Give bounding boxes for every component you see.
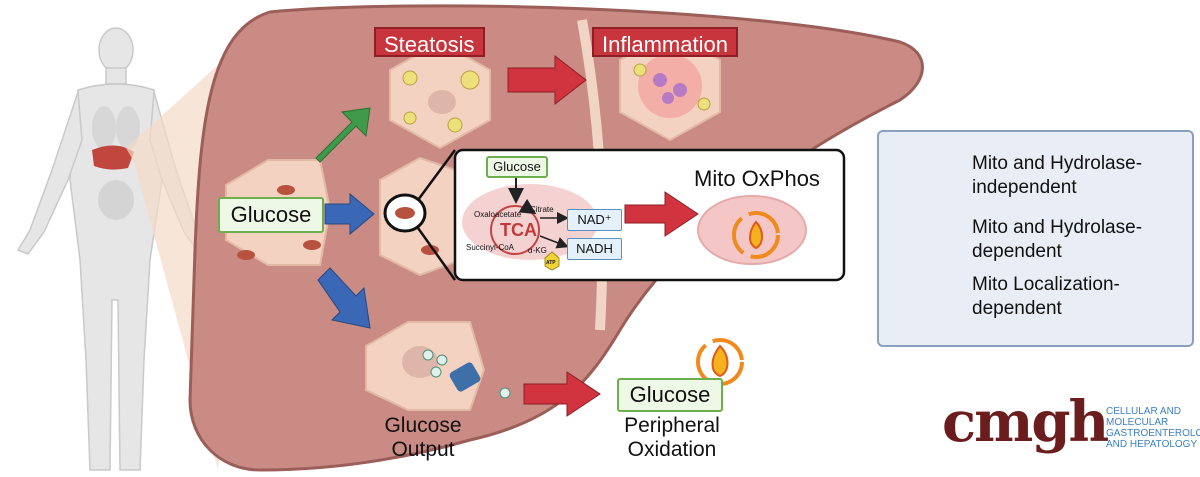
legend-item-green: Mito and Hydrolase-independent: [972, 153, 1143, 198]
journal-line2: MOLECULAR: [1106, 417, 1169, 428]
peripheral-line1: Peripheral: [624, 414, 720, 437]
tca-cycle: [490, 198, 540, 255]
journal-line3: GASTROENTEROLOGY: [1106, 428, 1200, 439]
journal-name: CELLULAR AND MOLECULAR GASTROENTEROLOGY …: [1106, 406, 1200, 450]
inflammation-title: Inflammation: [592, 27, 738, 57]
mito-oxphos-label: Mito OxPhos: [694, 166, 820, 191]
glucose-output-line2: Output: [391, 438, 455, 461]
hepatocyte-bottom: [365, 321, 511, 411]
nad-box: NAD⁺: [567, 209, 622, 231]
glucose-output-line1: Glucose: [384, 414, 462, 437]
glucose-peripheral-label: Glucose: [617, 378, 723, 412]
peripheral-oxidation-label: Peripheral Oxidation: [612, 414, 732, 462]
nadh-box: NADH: [567, 238, 622, 260]
atp-label: ATP: [546, 260, 556, 266]
tca-label: TCA: [500, 220, 537, 240]
hepatocyte-middle: [379, 156, 456, 277]
green-arrow: [315, 107, 371, 163]
inset-mitochondrion-right: [697, 195, 807, 265]
glucose-inset-label: Glucose: [486, 156, 548, 178]
red-arrow-nad-mito: [624, 191, 699, 237]
glucose-output-label: Glucose Output: [378, 414, 468, 462]
blue-arrow-down: [317, 267, 371, 329]
steatosis-cell: [389, 40, 491, 150]
blue-arrow-middle: [324, 192, 375, 236]
peripheral-line2: Oxidation: [627, 438, 717, 461]
akg-label: α-KG: [528, 246, 547, 255]
legend-box: Mito and Hydrolase-independent Mito and …: [877, 130, 1194, 347]
red-arrow-output: [523, 371, 601, 417]
steatosis-title: Steatosis: [374, 27, 485, 57]
akg-to-nadh-arrow: [539, 235, 569, 249]
human-organs: [92, 106, 140, 220]
legend-item-blue: Mito Localization-dependent: [972, 274, 1120, 319]
legend-item-red: Mito and Hydrolase-dependent: [972, 217, 1143, 262]
glucose-label: Glucose: [218, 197, 324, 233]
red-arrow-steatosis-inflammation: [507, 54, 587, 106]
oxaloacetate-label: Oxaloacetate: [474, 210, 522, 219]
atp-badge: [544, 251, 560, 271]
succinyl-coa-label: Succinyl-CoA: [466, 243, 515, 252]
cmgh-logo: cmgh: [942, 389, 1109, 455]
journal-line4: AND HEPATOLOGY: [1106, 439, 1198, 450]
citrate-label: Citrate: [530, 205, 554, 214]
inflammation-cell: [619, 30, 721, 142]
journal-line1: CELLULAR AND: [1106, 406, 1182, 417]
